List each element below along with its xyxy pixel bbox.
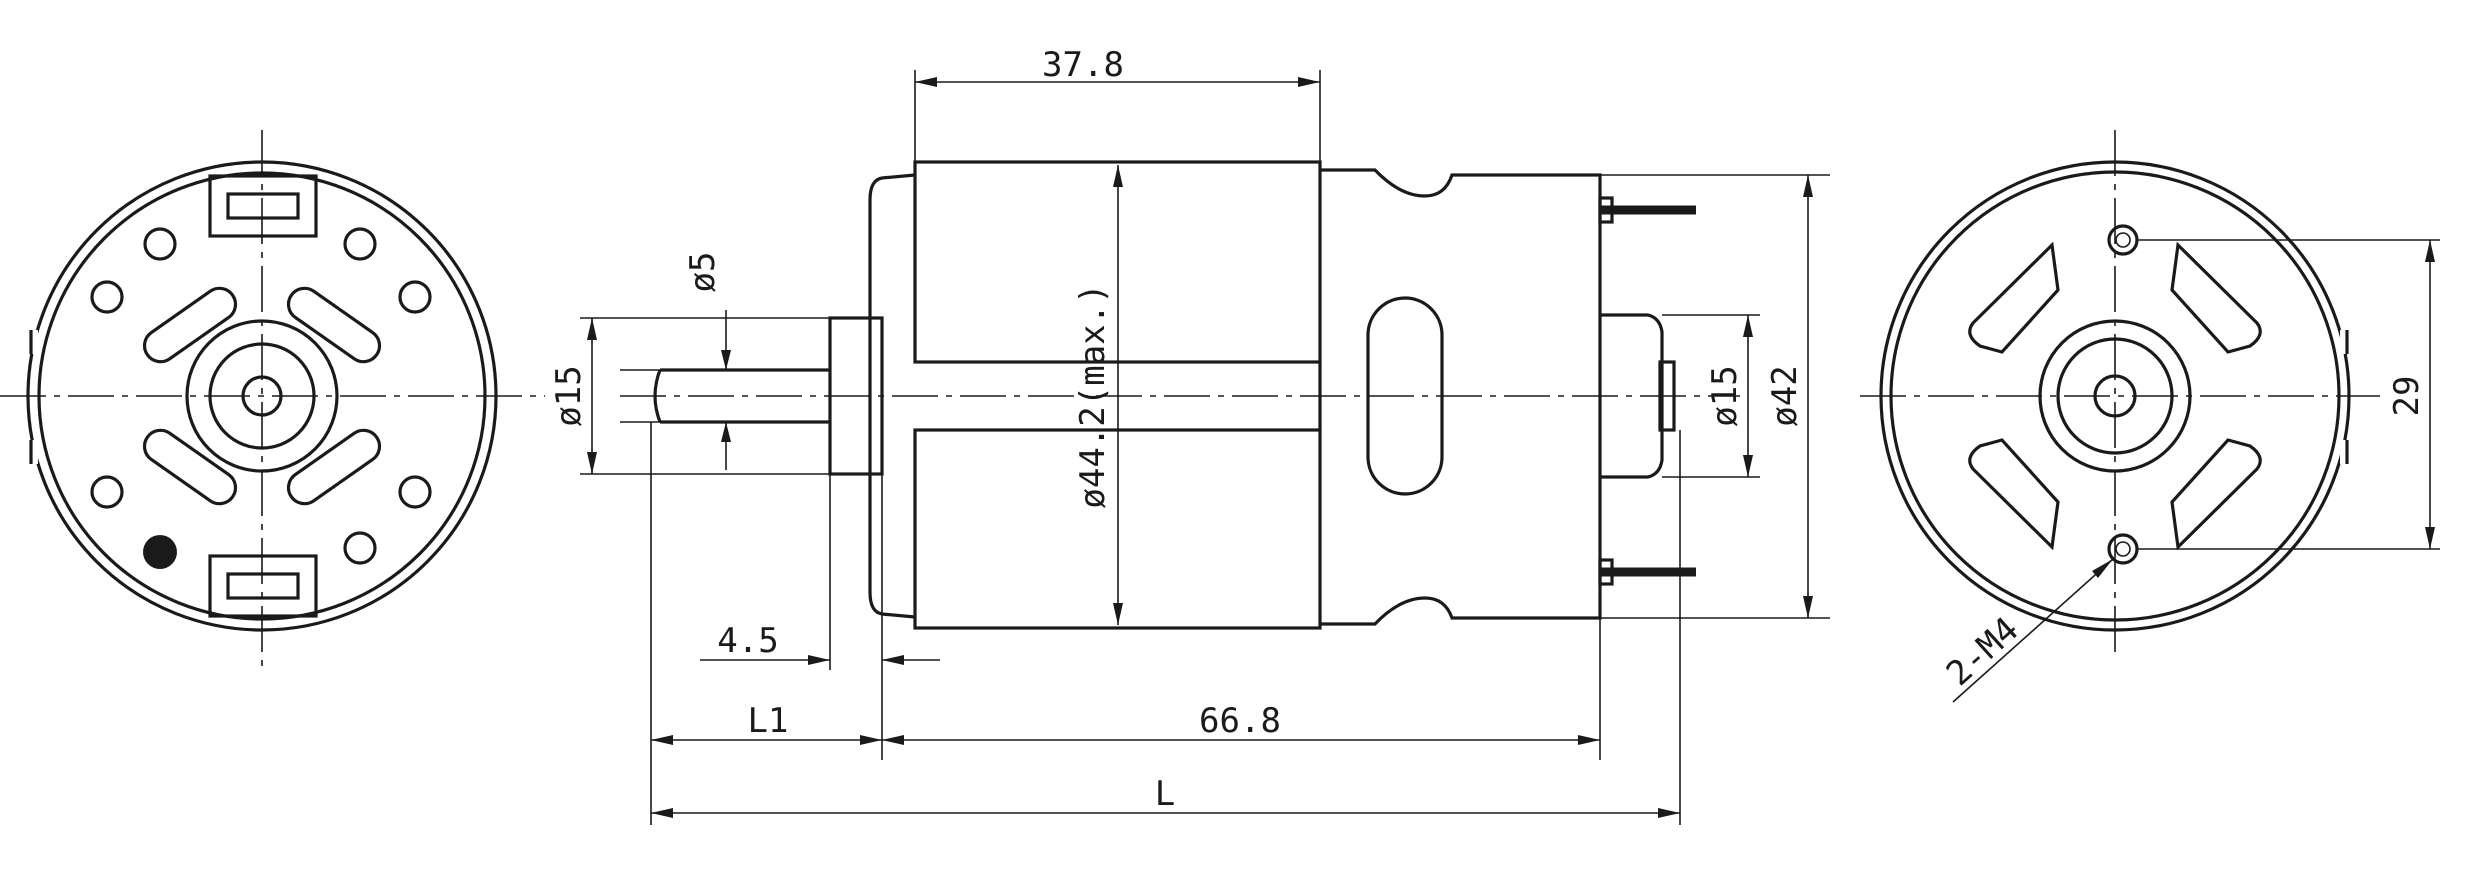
dim-body-length: 37.8 — [1042, 45, 1124, 85]
dim-shaft-diameter: ø5 — [683, 252, 723, 293]
dim-overall-length: L — [1155, 774, 1175, 814]
rear-view — [1860, 130, 2380, 660]
dim-mount-thread: 2-M4 — [1939, 610, 2027, 695]
dim-rear-boss-diameter: ø15 — [1705, 365, 1745, 426]
dim-hole-spacing: 29 — [2387, 376, 2427, 417]
dimension-labels: 37.8 ø5 ø15 ø44.2(max.) ø15 ø42 4.5 L1 6… — [549, 45, 2427, 814]
dim-shaft-length: L1 — [748, 701, 789, 741]
dim-body-diameter: ø44.2(max.) — [1073, 283, 1113, 508]
front-view — [0, 130, 545, 670]
dimension-lines — [580, 70, 2440, 825]
side-view — [620, 160, 1740, 630]
dim-boss-length: 4.5 — [717, 621, 778, 661]
dim-can-diameter: ø42 — [1765, 365, 1805, 426]
dim-front-boss-diameter: ø15 — [549, 365, 589, 426]
dim-motor-length: 66.8 — [1199, 701, 1281, 741]
